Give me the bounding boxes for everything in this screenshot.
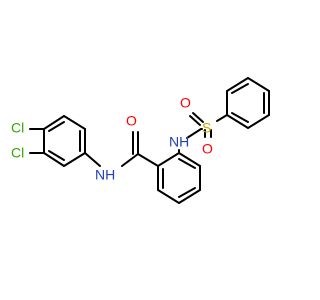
bond [137,153,159,167]
bond [192,112,204,123]
chlorine-atom-label: Cl [11,120,24,136]
bond [226,114,249,129]
central-benzene-ring [157,152,201,204]
structure-svg: Cl Cl NH O NH S O O [11,77,270,204]
bond [226,77,249,92]
amide-nh-label: NH [95,167,115,183]
sulfonamide-nh-label: NH [169,134,189,150]
bond [48,150,65,161]
sulfur-atom-label: S [202,120,211,136]
bond [43,152,65,167]
molecule-diagram: Cl Cl NH O NH S O O [11,77,270,204]
chlorine-atom-label: Cl [11,145,24,161]
bond [84,152,101,167]
bond [63,115,86,130]
bond [247,77,270,92]
bond [178,152,201,167]
bond [231,112,249,123]
dichlorophenyl-ring [43,115,86,167]
bond [231,83,249,94]
bond [178,189,201,204]
bond [247,114,270,129]
bond [157,189,180,204]
bond [63,152,86,167]
bond [121,153,139,167]
bond [186,128,202,139]
bond [43,115,65,130]
bond [157,152,180,167]
phenyl-ring [226,77,270,129]
carbonyl-oxygen-label: O [126,113,137,129]
bond [178,158,196,169]
sulfonyl-oxygen-label: O [202,141,213,157]
bond [178,187,196,198]
bond [216,114,228,122]
bond [48,121,65,132]
sulfonyl-oxygen-label: O [180,95,191,111]
bond [189,115,201,126]
